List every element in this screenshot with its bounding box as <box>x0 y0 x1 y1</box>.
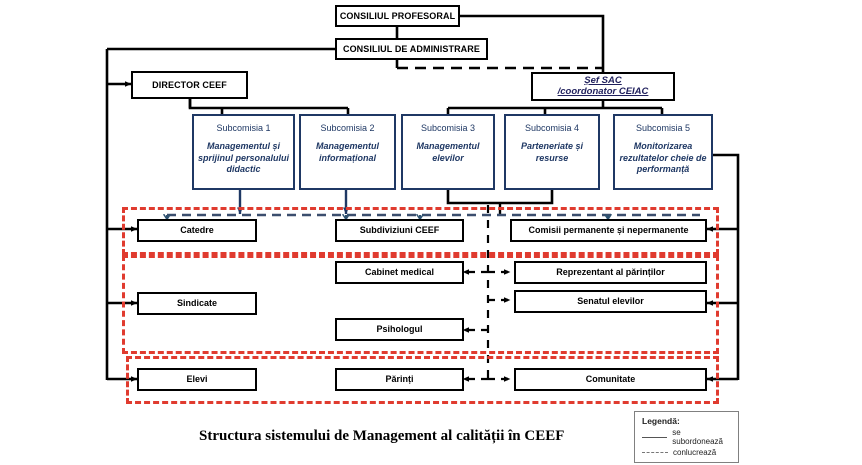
node-subcomisia-5[interactable]: Subcomisia 5 Monitorizarea rezultatelor … <box>613 114 713 190</box>
sef-sac-line1: Șef SAC <box>584 74 622 86</box>
node-label: CONSILIUL DE ADMINISTRARE <box>342 43 480 54</box>
node-label: Catedre <box>180 225 214 236</box>
red-region-row1 <box>122 207 719 255</box>
sef-sac-line2: /coordonator CEIAC <box>557 85 649 97</box>
legend-title: Legendă: <box>642 416 680 426</box>
node-comisii-permanente[interactable]: Comisii permanente și nepermanente <box>510 219 707 242</box>
node-subcomisia-3[interactable]: Subcomisia 3 Managementul elevilor <box>401 114 495 190</box>
node-label: Cabinet medical <box>364 267 435 278</box>
node-subcomisia-2[interactable]: Subcomisia 2 Managementul informațional <box>299 114 396 190</box>
legend-item-conlucreaza: conlucrează <box>642 448 732 457</box>
node-elevi[interactable]: Elevi <box>137 368 257 391</box>
subcomisia-title: Subcomisia 3 <box>420 123 476 133</box>
node-psihologul[interactable]: Psihologul <box>335 318 464 341</box>
node-parinti[interactable]: Părinți <box>335 368 464 391</box>
node-label: Subdiviziuni CEEF <box>359 225 440 236</box>
node-reprezentant-parinti[interactable]: Reprezentant al părinților <box>514 261 707 284</box>
node-director-ceef[interactable]: DIRECTOR CEEF <box>131 71 248 99</box>
node-label: CONSILIUL PROFESORAL <box>339 10 456 21</box>
node-consiliul-profesoral[interactable]: CONSILIUL PROFESORAL <box>335 5 460 27</box>
subcomisia-title: Subcomisia 2 <box>320 123 375 133</box>
node-label: Reprezentant al părinților <box>556 267 665 278</box>
node-subcomisia-1[interactable]: Subcomisia 1 Managementul și sprijinul p… <box>192 114 295 190</box>
node-label: Senatul elevilor <box>577 296 644 307</box>
node-label: Comunitate <box>585 374 636 385</box>
subcomisia-desc: Managementul elevilor <box>416 141 480 163</box>
legend-box: Legendă: se subordonează conlucrează <box>634 411 739 463</box>
bracket-sc3-sc4 <box>446 190 554 205</box>
node-label: Comisii permanente și nepermanente <box>528 225 689 236</box>
node-comunitate[interactable]: Comunitate <box>514 368 707 391</box>
subcomisia-desc: Managementul și sprijinul personalului d… <box>198 141 290 175</box>
red-region-row3 <box>126 356 719 404</box>
node-sef-sac[interactable]: Șef SAC /coordonator CEIAC <box>531 72 675 101</box>
subcomisia-title: Subcomisia 5 <box>635 123 691 133</box>
legend-item-label: se subordonează <box>672 428 723 446</box>
subcomisia-desc: Managementul informațional <box>315 141 379 163</box>
legend-item-label: conlucrează <box>673 448 717 457</box>
subcomisia-title: Subcomisia 1 <box>216 123 271 133</box>
node-consiliul-de-administrare[interactable]: CONSILIUL DE ADMINISTRARE <box>335 38 488 60</box>
node-subdiviziuni-ceef[interactable]: Subdiviziuni CEEF <box>335 219 464 242</box>
subcomisia-desc: Parteneriate și resurse <box>520 141 584 163</box>
subcomisia-desc: Monitorizarea rezultatelor cheie de perf… <box>619 141 707 175</box>
node-label: Psihologul <box>376 324 423 335</box>
node-subcomisia-4[interactable]: Subcomisia 4 Parteneriate și resurse <box>504 114 600 190</box>
node-sindicate[interactable]: Sindicate <box>137 292 257 315</box>
red-region-row2 <box>122 255 719 354</box>
page-title: Structura sistemului de Management al ca… <box>199 428 565 444</box>
node-label: Părinți <box>385 374 414 385</box>
legend-dashed-line-icon <box>642 452 668 453</box>
node-label: Sindicate <box>176 298 217 309</box>
node-label: DIRECTOR CEEF <box>152 79 227 90</box>
legend-item-subordoneaza: se subordonează <box>642 428 732 446</box>
node-label: Elevi <box>186 374 208 385</box>
legend-solid-line-icon <box>642 436 668 438</box>
node-catedre[interactable]: Catedre <box>137 219 257 242</box>
node-cabinet-medical[interactable]: Cabinet medical <box>335 261 464 284</box>
subcomisia-title: Subcomisia 4 <box>524 123 580 133</box>
node-senatul-elevilor[interactable]: Senatul elevilor <box>514 290 707 313</box>
